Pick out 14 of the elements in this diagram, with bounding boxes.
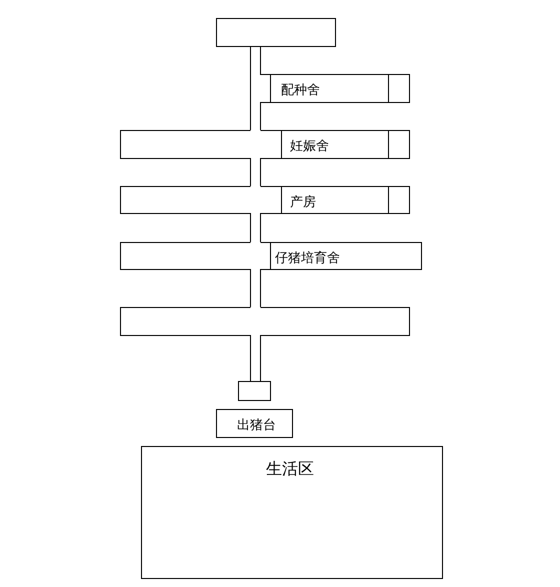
building-label: 配种舍 xyxy=(281,82,320,99)
empty-box xyxy=(238,381,271,401)
building-label: 仔猪培育舍 xyxy=(275,250,340,267)
building-box xyxy=(270,242,422,270)
building-box xyxy=(270,74,389,103)
building-box xyxy=(281,186,389,214)
building-label: 出猪台 xyxy=(237,417,276,434)
empty-box xyxy=(216,18,336,47)
zone-box xyxy=(141,446,443,579)
building-box xyxy=(281,130,389,159)
building-label: 生活区 xyxy=(266,459,314,480)
building-label: 妊娠舍 xyxy=(290,138,329,155)
building-label: 产房 xyxy=(290,194,316,211)
building-box xyxy=(216,409,293,438)
